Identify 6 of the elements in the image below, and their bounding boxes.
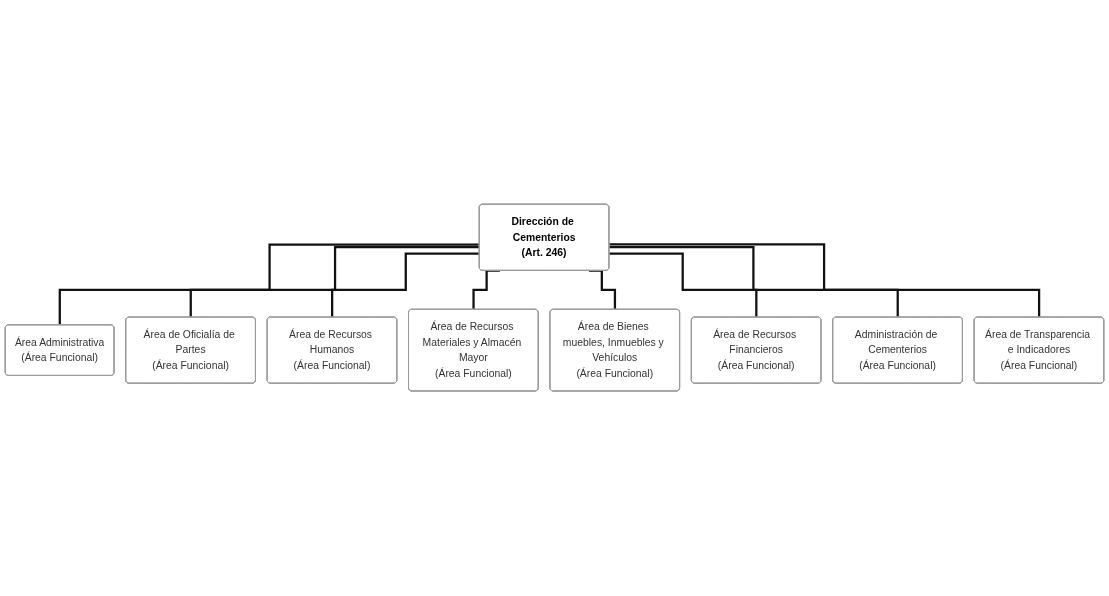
connector [58, 243, 480, 327]
connector [609, 243, 1041, 319]
connector [609, 252, 758, 319]
connector [609, 246, 899, 319]
connector [331, 252, 480, 319]
connector [189, 246, 480, 319]
